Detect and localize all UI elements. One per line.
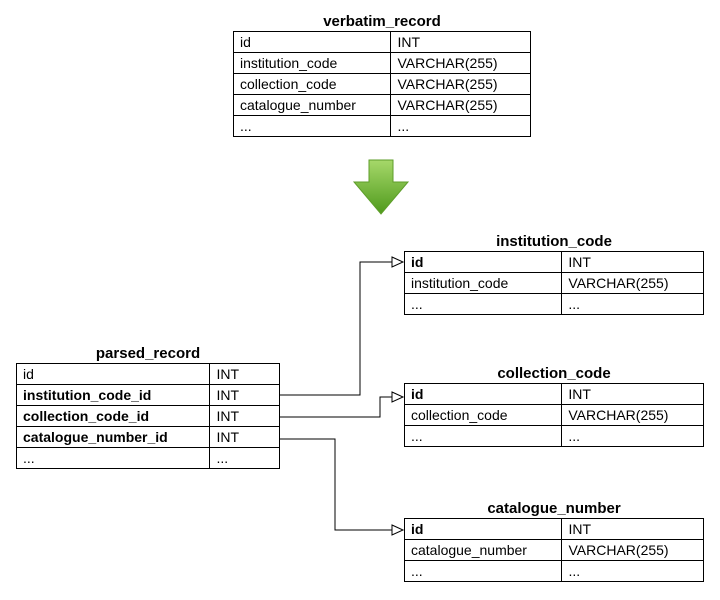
field-name: ... xyxy=(403,293,563,315)
table-row: catalogue_number VARCHAR(255) xyxy=(232,94,531,116)
field-name: ... xyxy=(403,425,563,447)
table-title: verbatim_record xyxy=(323,13,441,30)
connector-catalogue-number xyxy=(280,438,392,531)
table-row: id INT xyxy=(403,251,704,273)
table-title: institution_code xyxy=(496,233,612,250)
field-type: INT xyxy=(209,405,280,427)
field-type: ... xyxy=(561,425,704,447)
field-name: institution_code_id xyxy=(15,384,211,406)
table-row: id INT xyxy=(15,363,280,385)
table-row: collection_code_id INT xyxy=(15,405,280,427)
connector-institution-code xyxy=(280,261,392,396)
arrowhead-icon xyxy=(391,524,405,536)
field-type: ... xyxy=(561,560,704,582)
field-type: INT xyxy=(209,363,280,385)
field-type: VARCHAR(255) xyxy=(390,73,531,95)
field-name: ... xyxy=(403,560,563,582)
catalogue-number-table: catalogue_number id INT catalogue_number… xyxy=(403,500,704,582)
field-type: ... xyxy=(209,447,280,469)
table-row: ... ... xyxy=(403,293,704,315)
table-row: ... ... xyxy=(403,425,704,447)
table-title: catalogue_number xyxy=(487,500,621,517)
field-name: ... xyxy=(232,115,392,137)
table-row: catalogue_number_id INT xyxy=(15,426,280,448)
field-name: collection_code_id xyxy=(15,405,211,427)
table-title: collection_code xyxy=(497,365,611,382)
arrowhead-icon xyxy=(391,391,405,403)
table-row: ... ... xyxy=(403,560,704,582)
field-type: VARCHAR(255) xyxy=(561,404,704,426)
arrowhead-icon xyxy=(391,256,405,268)
field-type: VARCHAR(255) xyxy=(390,94,531,116)
collection-code-table: collection_code id INT collection_code V… xyxy=(403,365,704,447)
verbatim-record-table: verbatim_record id INT institution_code … xyxy=(232,13,531,137)
table-row: institution_code_id INT xyxy=(15,384,280,406)
field-type: INT xyxy=(561,518,704,540)
parsed-record-table: parsed_record id INT institution_code_id… xyxy=(15,345,280,469)
field-type: INT xyxy=(209,426,280,448)
field-name: catalogue_number_id xyxy=(15,426,211,448)
institution-code-table: institution_code id INT institution_code… xyxy=(403,233,704,315)
field-type: VARCHAR(255) xyxy=(561,272,704,294)
field-type: ... xyxy=(390,115,531,137)
down-arrow-icon xyxy=(352,159,410,215)
connector-collection-code xyxy=(280,396,392,418)
field-type: ... xyxy=(561,293,704,315)
table-row: ... ... xyxy=(15,447,280,469)
table-title: parsed_record xyxy=(95,345,201,362)
table-row: ... ... xyxy=(232,115,531,137)
table-row: institution_code VARCHAR(255) xyxy=(403,272,704,294)
field-name: ... xyxy=(15,447,211,469)
